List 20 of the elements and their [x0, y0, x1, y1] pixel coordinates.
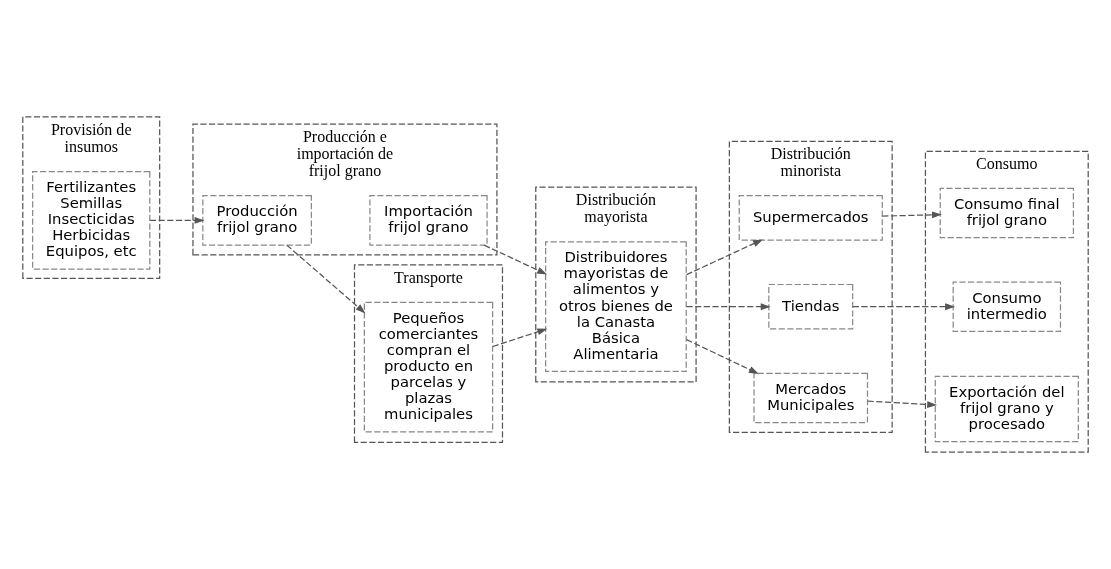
- node-box: Consumo intermedio: [952, 281, 1062, 332]
- node-box: Importación frijol grano: [369, 195, 488, 246]
- node-box: Exportación del frijol grano y procesado: [934, 375, 1079, 443]
- arrow: [867, 400, 938, 408]
- arrow: [852, 303, 955, 311]
- arrow: [149, 216, 205, 224]
- arrow: [483, 244, 547, 275]
- node-box: Mercados Municipales: [753, 372, 869, 424]
- node-box: Supermercados: [738, 195, 883, 241]
- node-box: Pequeños comerciantes compran el producto en parcelas y plazas municipales: [363, 301, 494, 433]
- arrow: [686, 303, 771, 311]
- node-box: Fertilizantes Semillas Insecticidas Herbicidas Equipos, etc: [32, 171, 151, 270]
- arrow: [686, 239, 763, 276]
- node-box: Distribuidores mayoristas de alimentos y otros bienes de la Canasta Básica Alimentaria: [545, 241, 687, 373]
- arrow: [492, 328, 548, 348]
- arrow: [286, 244, 366, 314]
- node-box: Producción frijol grano: [202, 195, 312, 246]
- arrow: [881, 211, 942, 219]
- node-box: Consumo final frijol grano: [939, 187, 1075, 239]
- node-box: Tiendas: [768, 283, 854, 330]
